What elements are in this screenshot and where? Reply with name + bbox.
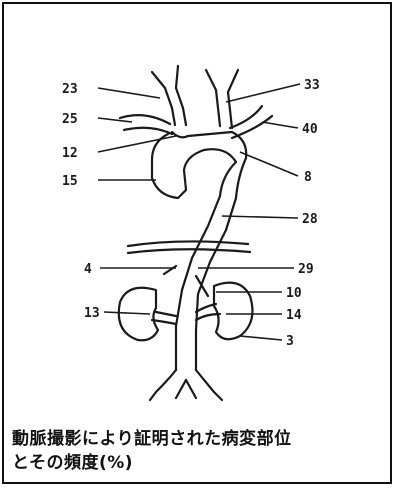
- iliac-artery: [196, 370, 222, 400]
- caption-line-1: 動脈撮影により証明された病変部位: [12, 427, 388, 451]
- label-12: 12: [62, 146, 78, 161]
- caption-line-2: とその頻度(%): [12, 451, 388, 475]
- label-14: 14: [286, 308, 302, 323]
- leader-line-28: [222, 216, 298, 218]
- label-15: 15: [62, 174, 78, 189]
- left-subclavian-artery: [230, 106, 262, 128]
- left-carotid-artery: [206, 70, 220, 126]
- label-13: 13: [84, 306, 100, 321]
- label-25: 25: [62, 112, 78, 127]
- leader-line-23: [98, 88, 160, 98]
- leader-line-33: [226, 84, 300, 102]
- label-3: 3: [286, 334, 294, 349]
- iliac-artery: [150, 370, 176, 400]
- label-33: 33: [304, 78, 320, 93]
- leader-line-3: [240, 336, 282, 340]
- leader-line-8: [240, 152, 298, 176]
- leader-line-40: [262, 122, 298, 128]
- ascending-aorta: [152, 134, 236, 198]
- label-40: 40: [302, 122, 318, 137]
- right-carotid-artery: [176, 66, 186, 125]
- leader-line-25: [98, 118, 132, 122]
- figure-caption: 動脈撮影により証明された病変部位 とその頻度(%): [12, 427, 388, 475]
- left-kidney: [214, 283, 252, 340]
- iliac-artery: [186, 380, 196, 398]
- label-28: 28: [302, 212, 318, 227]
- label-29: 29: [298, 262, 314, 277]
- diaphragm-line: [128, 249, 250, 253]
- label-23: 23: [62, 82, 78, 97]
- right-subclavian-artery: [120, 115, 170, 124]
- diaphragm-line: [128, 241, 248, 246]
- left-renal-artery: [196, 314, 220, 320]
- label-10: 10: [286, 286, 302, 301]
- label-4: 4: [84, 262, 92, 277]
- leader-line-13: [104, 312, 150, 314]
- right-subclavian-artery: [124, 128, 172, 134]
- left-renal-artery: [196, 304, 216, 312]
- label-8: 8: [304, 170, 312, 185]
- leader-line-12: [98, 136, 176, 152]
- right-renal-artery: [156, 312, 176, 316]
- iliac-artery: [176, 380, 186, 398]
